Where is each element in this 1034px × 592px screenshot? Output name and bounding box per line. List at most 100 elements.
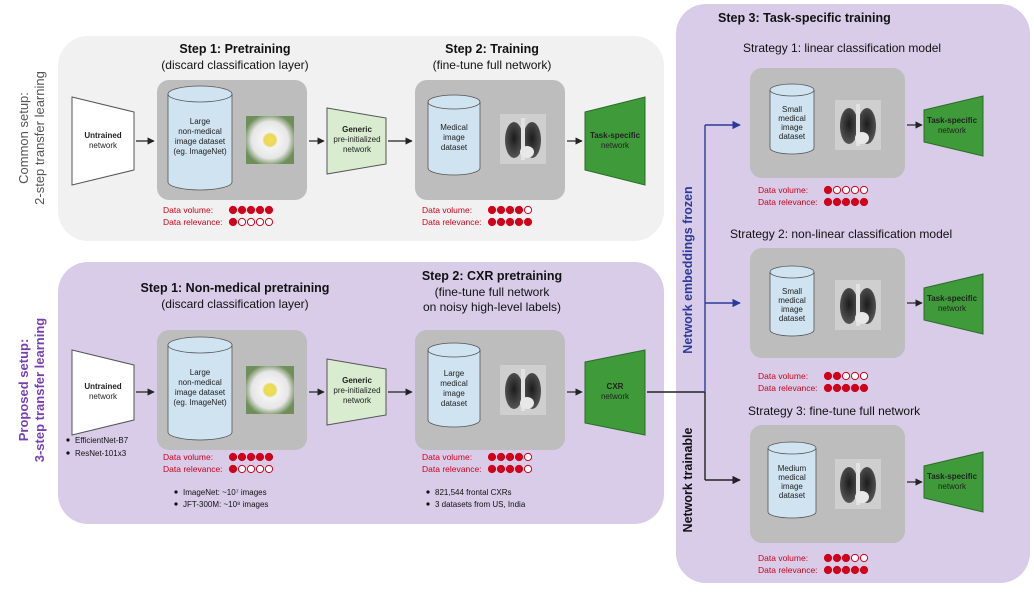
rating-dot-empty — [850, 371, 860, 381]
rating-dot-filled — [823, 185, 833, 195]
rating-dot-filled — [523, 217, 533, 227]
common-generic-network — [326, 107, 387, 175]
common-metrics1: Data volume: Data relevance: — [163, 205, 274, 227]
rating-dot-filled — [487, 452, 497, 462]
strategy2-dataset-line1: Small — [782, 287, 802, 296]
proposed-cxr-line2: network — [601, 392, 630, 401]
rating-dot-filled — [505, 205, 515, 215]
rating-dots — [823, 185, 869, 195]
strategy1-dataset-line4: dataset — [779, 132, 806, 141]
rating-dot-empty — [246, 217, 256, 227]
rating-dot-empty — [523, 205, 533, 215]
proposed-dataset1-line3: image dataset — [175, 388, 226, 397]
proposed-dataset2-line4: dataset — [441, 399, 468, 408]
common-task-specific-network — [584, 96, 646, 186]
proposed-dataset1-cylinder — [167, 336, 233, 441]
strategy1-final-line2: network — [938, 126, 967, 135]
rating-dot-filled — [832, 553, 842, 563]
rating-dot-filled — [859, 383, 869, 393]
strategy1-task-network — [923, 95, 984, 157]
rating-dot-empty — [264, 217, 274, 227]
strategy2-title: Strategy 2: non-linear classification mo… — [730, 227, 952, 241]
common-dataset1-line1: Large — [190, 117, 211, 126]
rating-dot-empty — [255, 464, 265, 474]
proposed-untrained-line2: network — [89, 392, 118, 401]
rating-dot-filled — [823, 383, 833, 393]
strategy3-xray-image — [835, 459, 881, 509]
rating-dots — [823, 197, 869, 207]
rating-dot-filled — [832, 197, 842, 207]
rating-dot-filled — [496, 217, 506, 227]
common-dataset1-cylinder — [167, 85, 233, 191]
rating-dot-filled — [487, 205, 497, 215]
common-m2-volume-label: Data volume: — [422, 205, 472, 215]
proposed-note1-1: ImageNet: ~10⁷ images — [183, 488, 267, 497]
strategy2-relevance-label: Data relevance: — [758, 383, 818, 393]
rating-dot-filled — [228, 205, 238, 215]
rating-dots — [487, 205, 533, 215]
rating-dot-filled — [228, 452, 238, 462]
rating-dot-filled — [496, 452, 506, 462]
proposed-m2-relevance-label: Data relevance: — [422, 464, 482, 474]
common-step1-sub: (discard classification layer) — [161, 58, 308, 72]
rating-dot-filled — [841, 553, 851, 563]
common-flower-image — [246, 116, 294, 164]
trainable-label: Network trainable — [681, 428, 695, 533]
rating-dot-filled — [823, 371, 833, 381]
proposed-note2-2: 3 datasets from US, India — [435, 500, 526, 509]
strategy2-xray-image — [835, 280, 881, 330]
rating-dots — [228, 205, 274, 215]
strategy2-dataset-line2: medical — [778, 296, 806, 305]
rating-dot-empty — [523, 452, 533, 462]
common-dataset2-line1: Medical — [440, 123, 468, 132]
rating-dot-filled — [850, 565, 860, 575]
proposed-dataset1-line4: (eg. ImageNet) — [173, 398, 227, 407]
strategy1-final-line1: Task-specific — [927, 116, 978, 125]
rating-dot-empty — [255, 217, 265, 227]
strategy2-dataset-cylinder — [769, 265, 815, 337]
rating-dot-filled — [228, 217, 238, 227]
common-dataset2-cylinder — [427, 94, 481, 176]
common-dataset1-line3: image dataset — [175, 137, 226, 146]
proposed-xray-image — [500, 365, 546, 415]
rating-dot-filled — [859, 565, 869, 575]
strategy3-volume-label: Data volume: — [758, 553, 808, 563]
proposed-untrained-network — [71, 349, 135, 436]
rating-dot-empty — [859, 185, 869, 195]
rating-dot-filled — [246, 205, 256, 215]
proposed-step1-sub: (discard classification layer) — [161, 297, 308, 311]
common-dataset1-line2: non-medical — [178, 127, 222, 136]
rating-dot-filled — [823, 197, 833, 207]
strategy2-task-network — [923, 273, 984, 335]
rating-dot-filled — [255, 452, 265, 462]
strategy1-relevance-label: Data relevance: — [758, 197, 818, 207]
rating-dot-filled — [832, 383, 842, 393]
rating-dot-filled — [832, 565, 842, 575]
common-generic-line1: Generic — [342, 125, 372, 134]
rating-dot-filled — [264, 452, 274, 462]
common-step2-title: Step 2: Training — [445, 42, 539, 56]
rating-dot-empty — [841, 185, 851, 195]
rating-dot-filled — [514, 217, 524, 227]
common-step2-sub: (fine-tune full network) — [433, 58, 552, 72]
rating-dot-filled — [505, 217, 515, 227]
proposed-side-label-2: 3-step transfer learning — [32, 318, 47, 463]
proposed-m1-volume-label: Data volume: — [163, 452, 213, 462]
strategy3-dataset-line1: Medium — [778, 464, 807, 473]
rating-dot-empty — [832, 185, 842, 195]
rating-dot-filled — [841, 197, 851, 207]
proposed-cxr-network — [584, 349, 646, 436]
rating-dot-empty — [246, 464, 256, 474]
rating-dot-filled — [514, 464, 524, 474]
proposed-generic-line1: Generic — [342, 376, 372, 385]
common-step1-title: Step 1: Pretraining — [179, 42, 290, 56]
rating-dot-empty — [237, 464, 247, 474]
proposed-arch-note-2: ResNet-101x3 — [75, 449, 127, 458]
common-m2-relevance-label: Data relevance: — [422, 217, 482, 227]
common-generic-line2: pre-initialized — [333, 135, 380, 144]
rating-dot-filled — [823, 553, 833, 563]
common-dataset2-line2: image — [443, 133, 465, 142]
proposed-dataset2-line3: image — [443, 389, 465, 398]
common-side-label-2: 2-step transfer learning — [32, 71, 47, 205]
rating-dot-filled — [859, 197, 869, 207]
